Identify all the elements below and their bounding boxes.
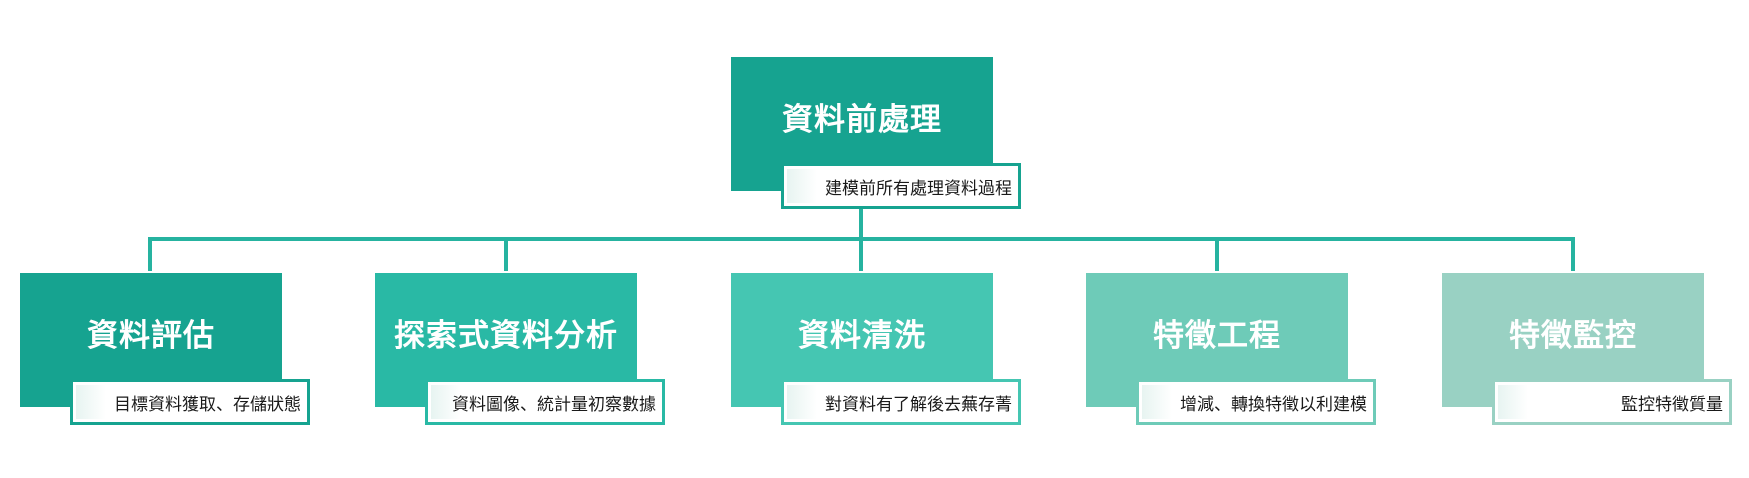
root-desc: 建模前所有處理資料過程 (825, 178, 1012, 199)
child-title-1: 資料評估 (87, 317, 215, 354)
child-node-2: 探索式資料分析 (375, 273, 637, 407)
child-desc-1: 目標資料獲取、存儲狀態 (114, 394, 301, 415)
child-title-4: 特徵工程 (1153, 317, 1281, 354)
child-desc-box-1: 目標資料獲取、存儲狀態 (70, 379, 310, 425)
branch-line-5 (1571, 237, 1575, 271)
child-desc-box-4: 增減、轉換特徵以利建模 (1136, 379, 1376, 425)
branch-line-1 (148, 237, 152, 271)
root-stem-line (859, 209, 863, 239)
child-desc-2: 資料圖像、統計量初察數據 (452, 394, 656, 415)
root-title: 資料前處理 (782, 101, 942, 138)
branch-line-2 (504, 237, 508, 271)
child-title-2: 探索式資料分析 (394, 317, 618, 354)
branch-line-3 (859, 237, 863, 271)
branch-line-4 (1215, 237, 1219, 271)
child-desc-4: 增減、轉換特徵以利建模 (1180, 394, 1367, 415)
child-desc-5: 監控特徵質量 (1621, 394, 1723, 415)
child-desc-box-2: 資料圖像、統計量初察數據 (425, 379, 665, 425)
root-desc-box: 建模前所有處理資料過程 (781, 163, 1021, 209)
child-title-5: 特徵監控 (1509, 317, 1637, 354)
child-desc-box-3: 對資料有了解後去蕪存菁 (781, 379, 1021, 425)
child-desc-box-5: 監控特徵質量 (1492, 379, 1732, 425)
child-desc-3: 對資料有了解後去蕪存菁 (825, 394, 1012, 415)
child-title-3: 資料清洗 (798, 317, 926, 354)
